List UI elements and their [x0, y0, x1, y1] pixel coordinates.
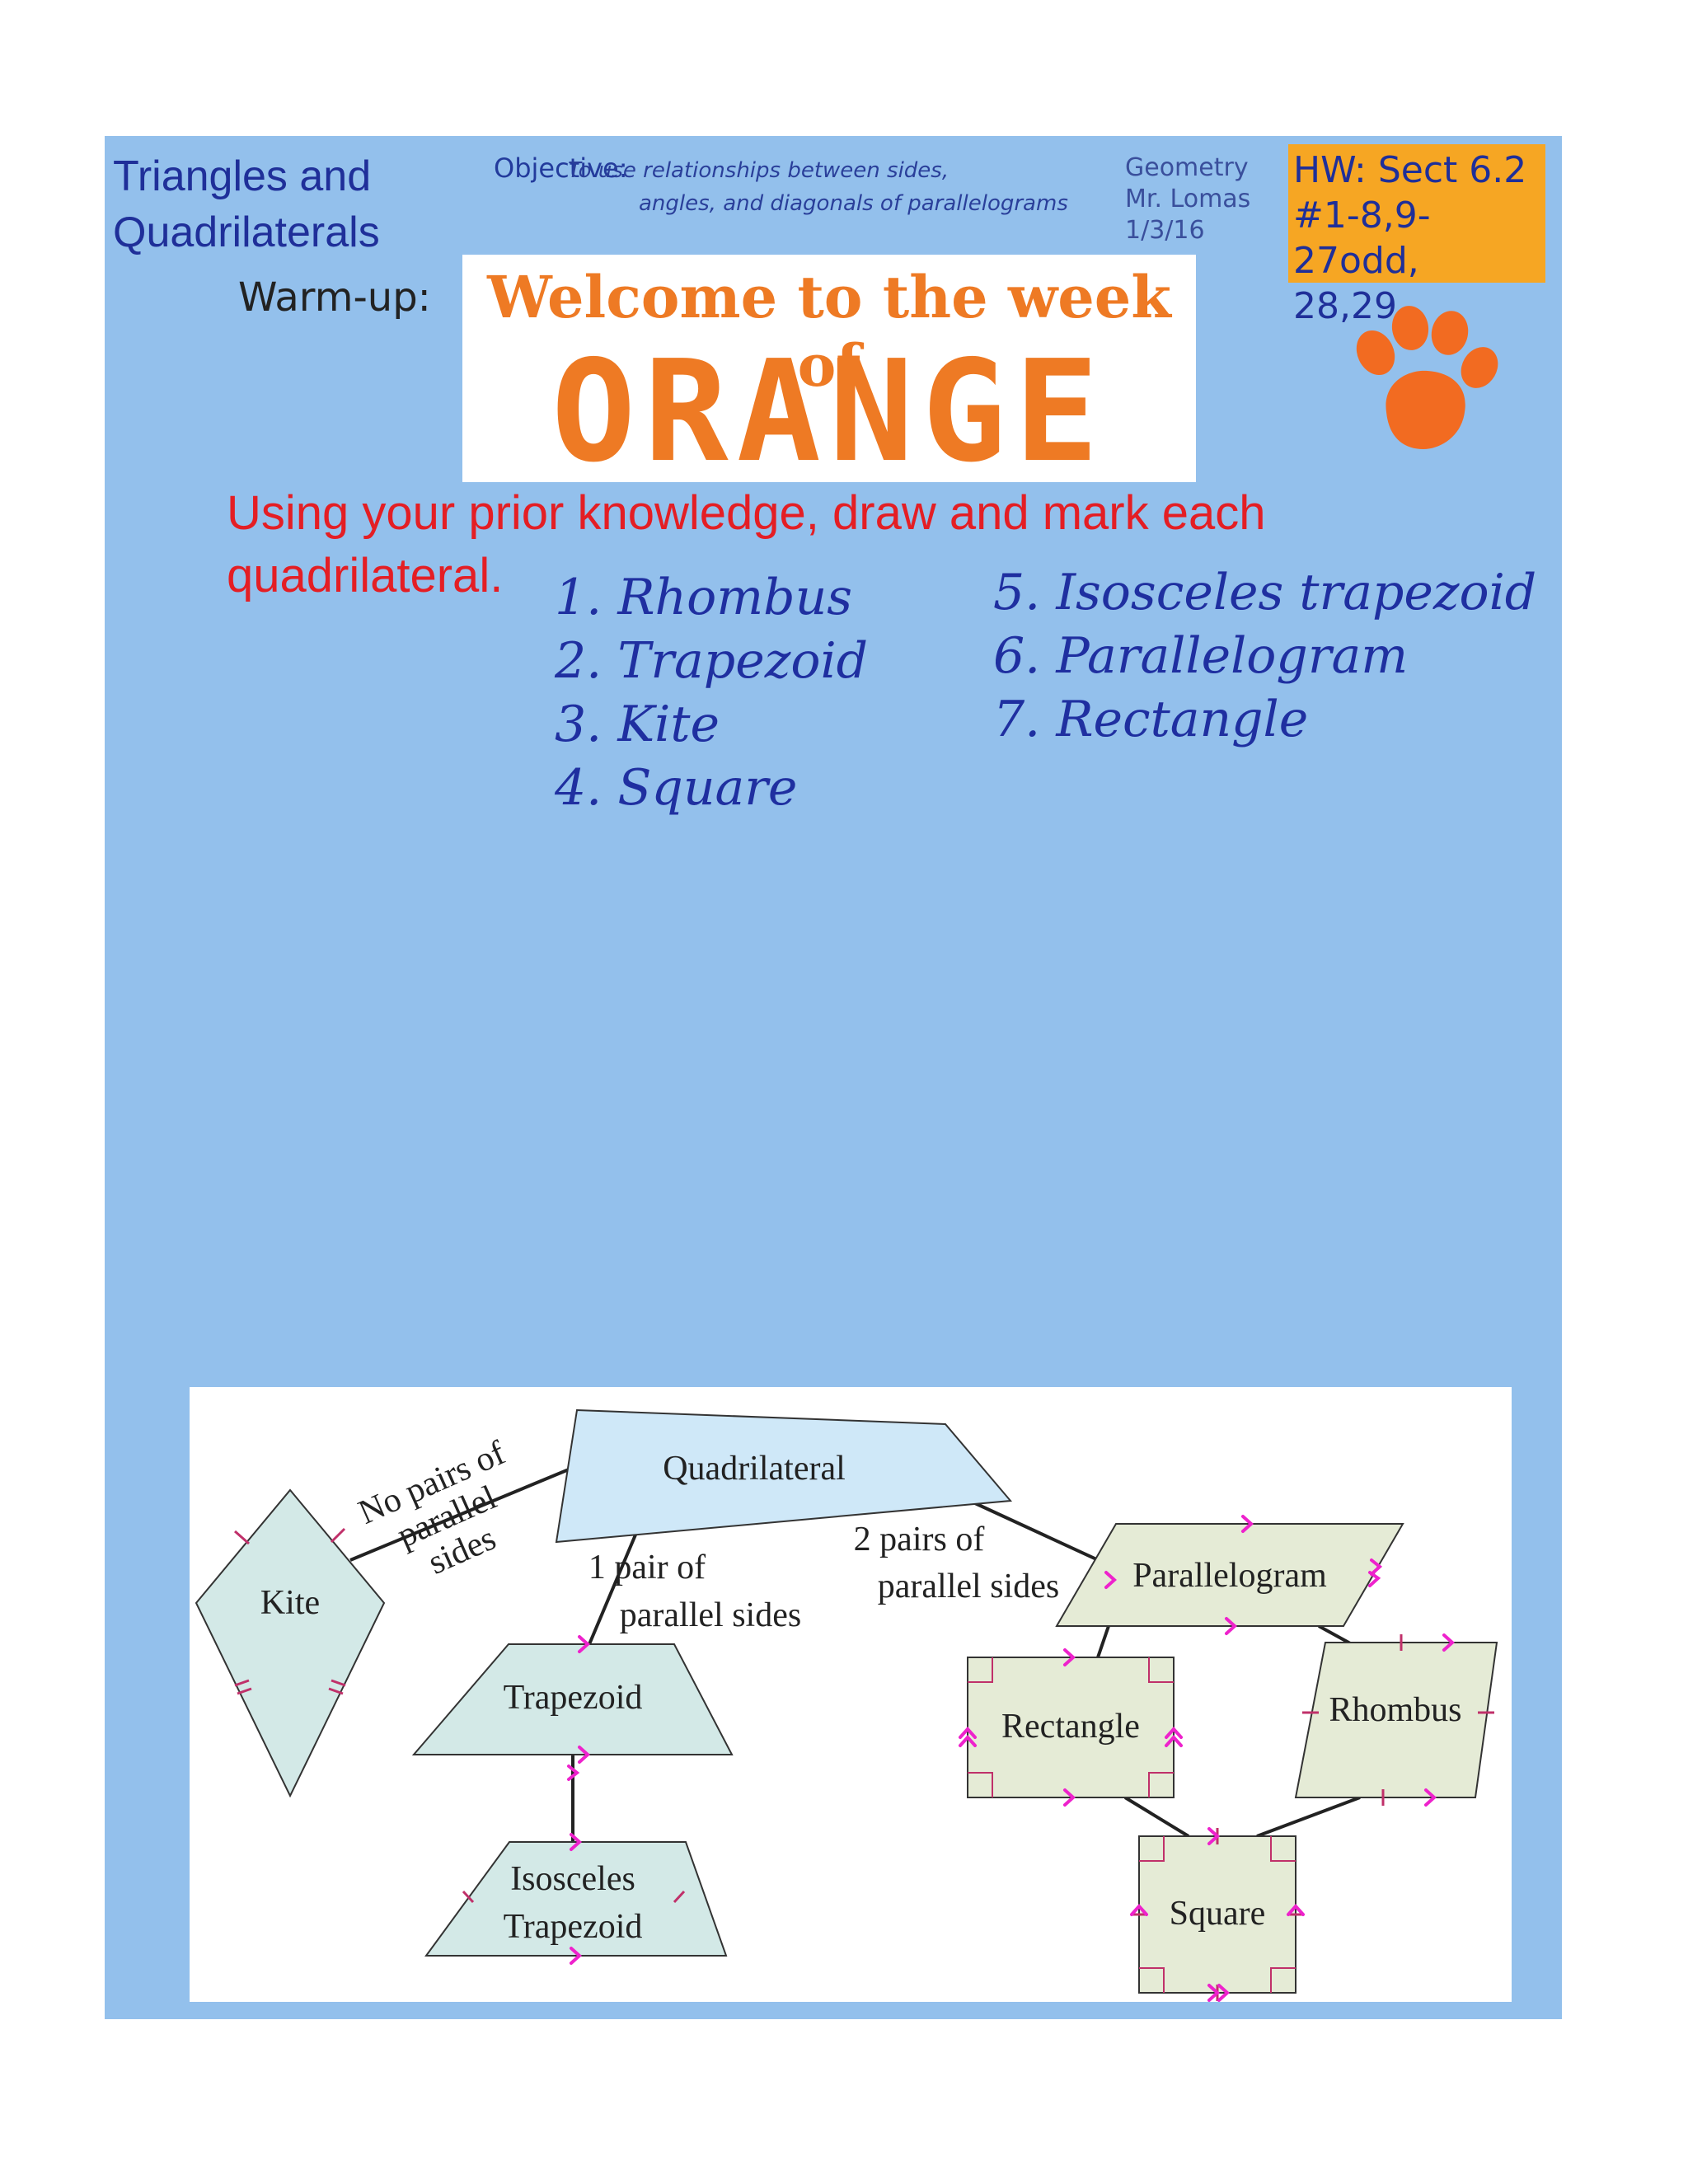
edge-kite [349, 1468, 570, 1562]
banner-welcome-text: Welcome to the week of [487, 263, 1171, 400]
parallelogram-shape [1055, 1523, 1404, 1627]
edge-two-pairs-label-2: parallel sides [878, 1568, 1059, 1605]
objective-line-1: To use relationships between sides, [568, 158, 950, 183]
rectangle-shape [967, 1657, 1175, 1798]
homework-box: HW: Sect 6.2 #1-8,9-27odd, 28,29 [1288, 144, 1545, 327]
edge-trapezoid [588, 1516, 645, 1645]
quadrilateral-list-right: 5. Isosceles trapezoid 6. Parallelogram … [993, 561, 1536, 752]
edge-two-pairs-label-1: 2 pairs of [854, 1521, 985, 1558]
quadrilateral-shape [555, 1408, 1013, 1544]
hierarchy-svg: Quadrilateral Kite Trapezoid Isosceles T… [195, 1408, 1498, 2002]
quadrilateral-hierarchy-diagram: Quadrilateral Kite Trapezoid Isosceles T… [190, 1387, 1512, 2002]
banner-orange-text: ORANGE [551, 330, 1108, 494]
hw-line-3: 28,29 [1293, 285, 1397, 327]
node-isosceles-label-2: Trapezoid [504, 1908, 643, 1946]
lesson-date: 1/3/16 [1125, 216, 1205, 245]
edge-one-pair-label-2: parallel sides [620, 1596, 801, 1634]
list-item: 6. Parallelogram [993, 627, 1409, 685]
title-line-1: Triangles and [113, 152, 372, 200]
list-item: 3. Kite [555, 696, 720, 753]
course-info: Geometry Mr. Lomas 1/3/16 [1125, 152, 1290, 246]
warmup-label: Warm-up: [238, 274, 431, 321]
node-square-label: Square [1170, 1895, 1266, 1933]
objective-text: To use relationships between sides, angl… [568, 154, 1084, 220]
quadrilateral-list-left: 1. Rhombus 2. Trapezoid 3. Kite 4. Squar… [555, 566, 868, 820]
prompt-line-2: quadrilateral. [227, 549, 504, 602]
list-item: 2. Trapezoid [555, 632, 869, 690]
node-rectangle-label: Rectangle [1001, 1708, 1140, 1746]
edge-one-pair-label-1: 1 pair of [588, 1549, 706, 1586]
list-item: 7. Rectangle [993, 691, 1309, 748]
node-quadrilateral-label: Quadrilateral [663, 1450, 846, 1488]
list-item: 4. Square [555, 759, 798, 817]
objective-line-2: angles, and diagonals of parallelograms [639, 191, 1068, 216]
hw-line-2: #1-8,9-27odd, [1293, 194, 1431, 282]
isosceles-trapezoid-shape [424, 1841, 728, 1957]
list-item: 1. Rhombus [555, 569, 852, 626]
rhombus-shape [1294, 1642, 1498, 1798]
edge-rhombus [1318, 1624, 1353, 1646]
hw-line-1: HW: Sect 6.2 [1293, 149, 1527, 191]
node-trapezoid-label: Trapezoid [504, 1679, 643, 1717]
node-rhombus-label: Rhombus [1329, 1691, 1461, 1729]
node-parallelogram-label: Parallelogram [1132, 1557, 1327, 1595]
kite-shape [195, 1488, 386, 1798]
trapezoid-shape [411, 1643, 734, 1755]
node-kite-label: Kite [260, 1584, 320, 1622]
course-name: Geometry [1125, 153, 1249, 182]
edge-square-right [1256, 1796, 1361, 1838]
edge-rectangle [1096, 1625, 1110, 1658]
warmup-prompt: Using your prior knowledge, draw and mar… [227, 482, 1463, 607]
teacher-name: Mr. Lomas [1125, 185, 1251, 213]
list-item: 5. Isosceles trapezoid [993, 564, 1537, 621]
slide: Triangles and Quadrilaterals Objective: … [105, 136, 1562, 2019]
prompt-line-1: Using your prior knowledge, draw and mar… [227, 486, 1266, 540]
paw-print-icon [1356, 306, 1498, 449]
title-line-2: Quadrilaterals [113, 209, 380, 256]
node-isosceles-label-1: Isosceles [510, 1860, 635, 1898]
objective-label: Objective: [494, 152, 628, 184]
welcome-banner: Welcome to the week of ORANGE [462, 255, 1196, 494]
edge-square-left [1123, 1796, 1190, 1838]
lesson-title: Triangles and Quadrilaterals [113, 148, 426, 260]
